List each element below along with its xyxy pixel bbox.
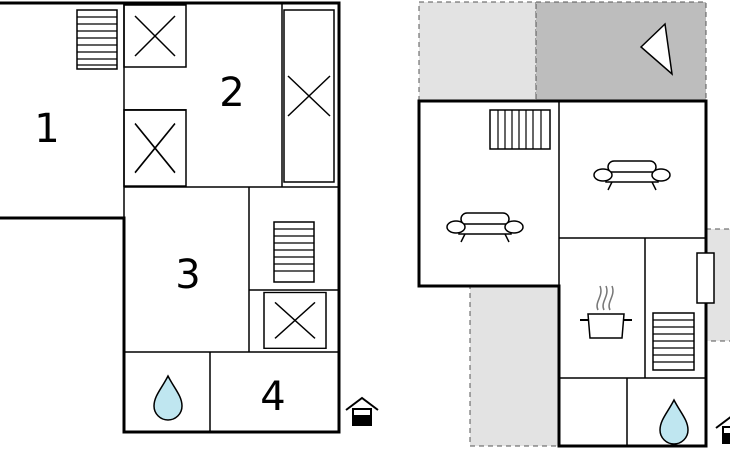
cooking-pot-icon [580,285,632,339]
terrace-area [469,285,560,447]
stairs-icon [652,312,695,371]
bed-cross-icon [123,109,187,188]
right-interior-walls [558,101,706,446]
bed-cross-icon [123,4,187,68]
entrance-icon [715,415,730,444]
compass-icon [639,22,674,76]
stairs-icon [76,9,118,70]
stairs-icon [273,221,315,283]
stairs-icon [489,109,551,150]
right-outer-wall [417,99,708,448]
right-floor-plan [417,1,730,448]
water-drop-icon [659,399,689,445]
room-number-3: 3 [175,252,200,298]
left-floor-plan: 1 2 3 4 [0,1,379,434]
terrace-area [418,1,537,102]
room-number-1: 1 [34,106,59,152]
room-number-4: 4 [260,374,285,420]
room-number-2: 2 [219,70,244,116]
sofa-icon [446,212,524,243]
bed-cross-icon [263,291,327,350]
window-icon [696,252,715,304]
entrance-icon [345,397,379,426]
bed-cross-icon [283,9,335,183]
terrace-area [535,1,707,102]
water-drop-icon [153,375,183,421]
sofa-icon [593,160,671,191]
